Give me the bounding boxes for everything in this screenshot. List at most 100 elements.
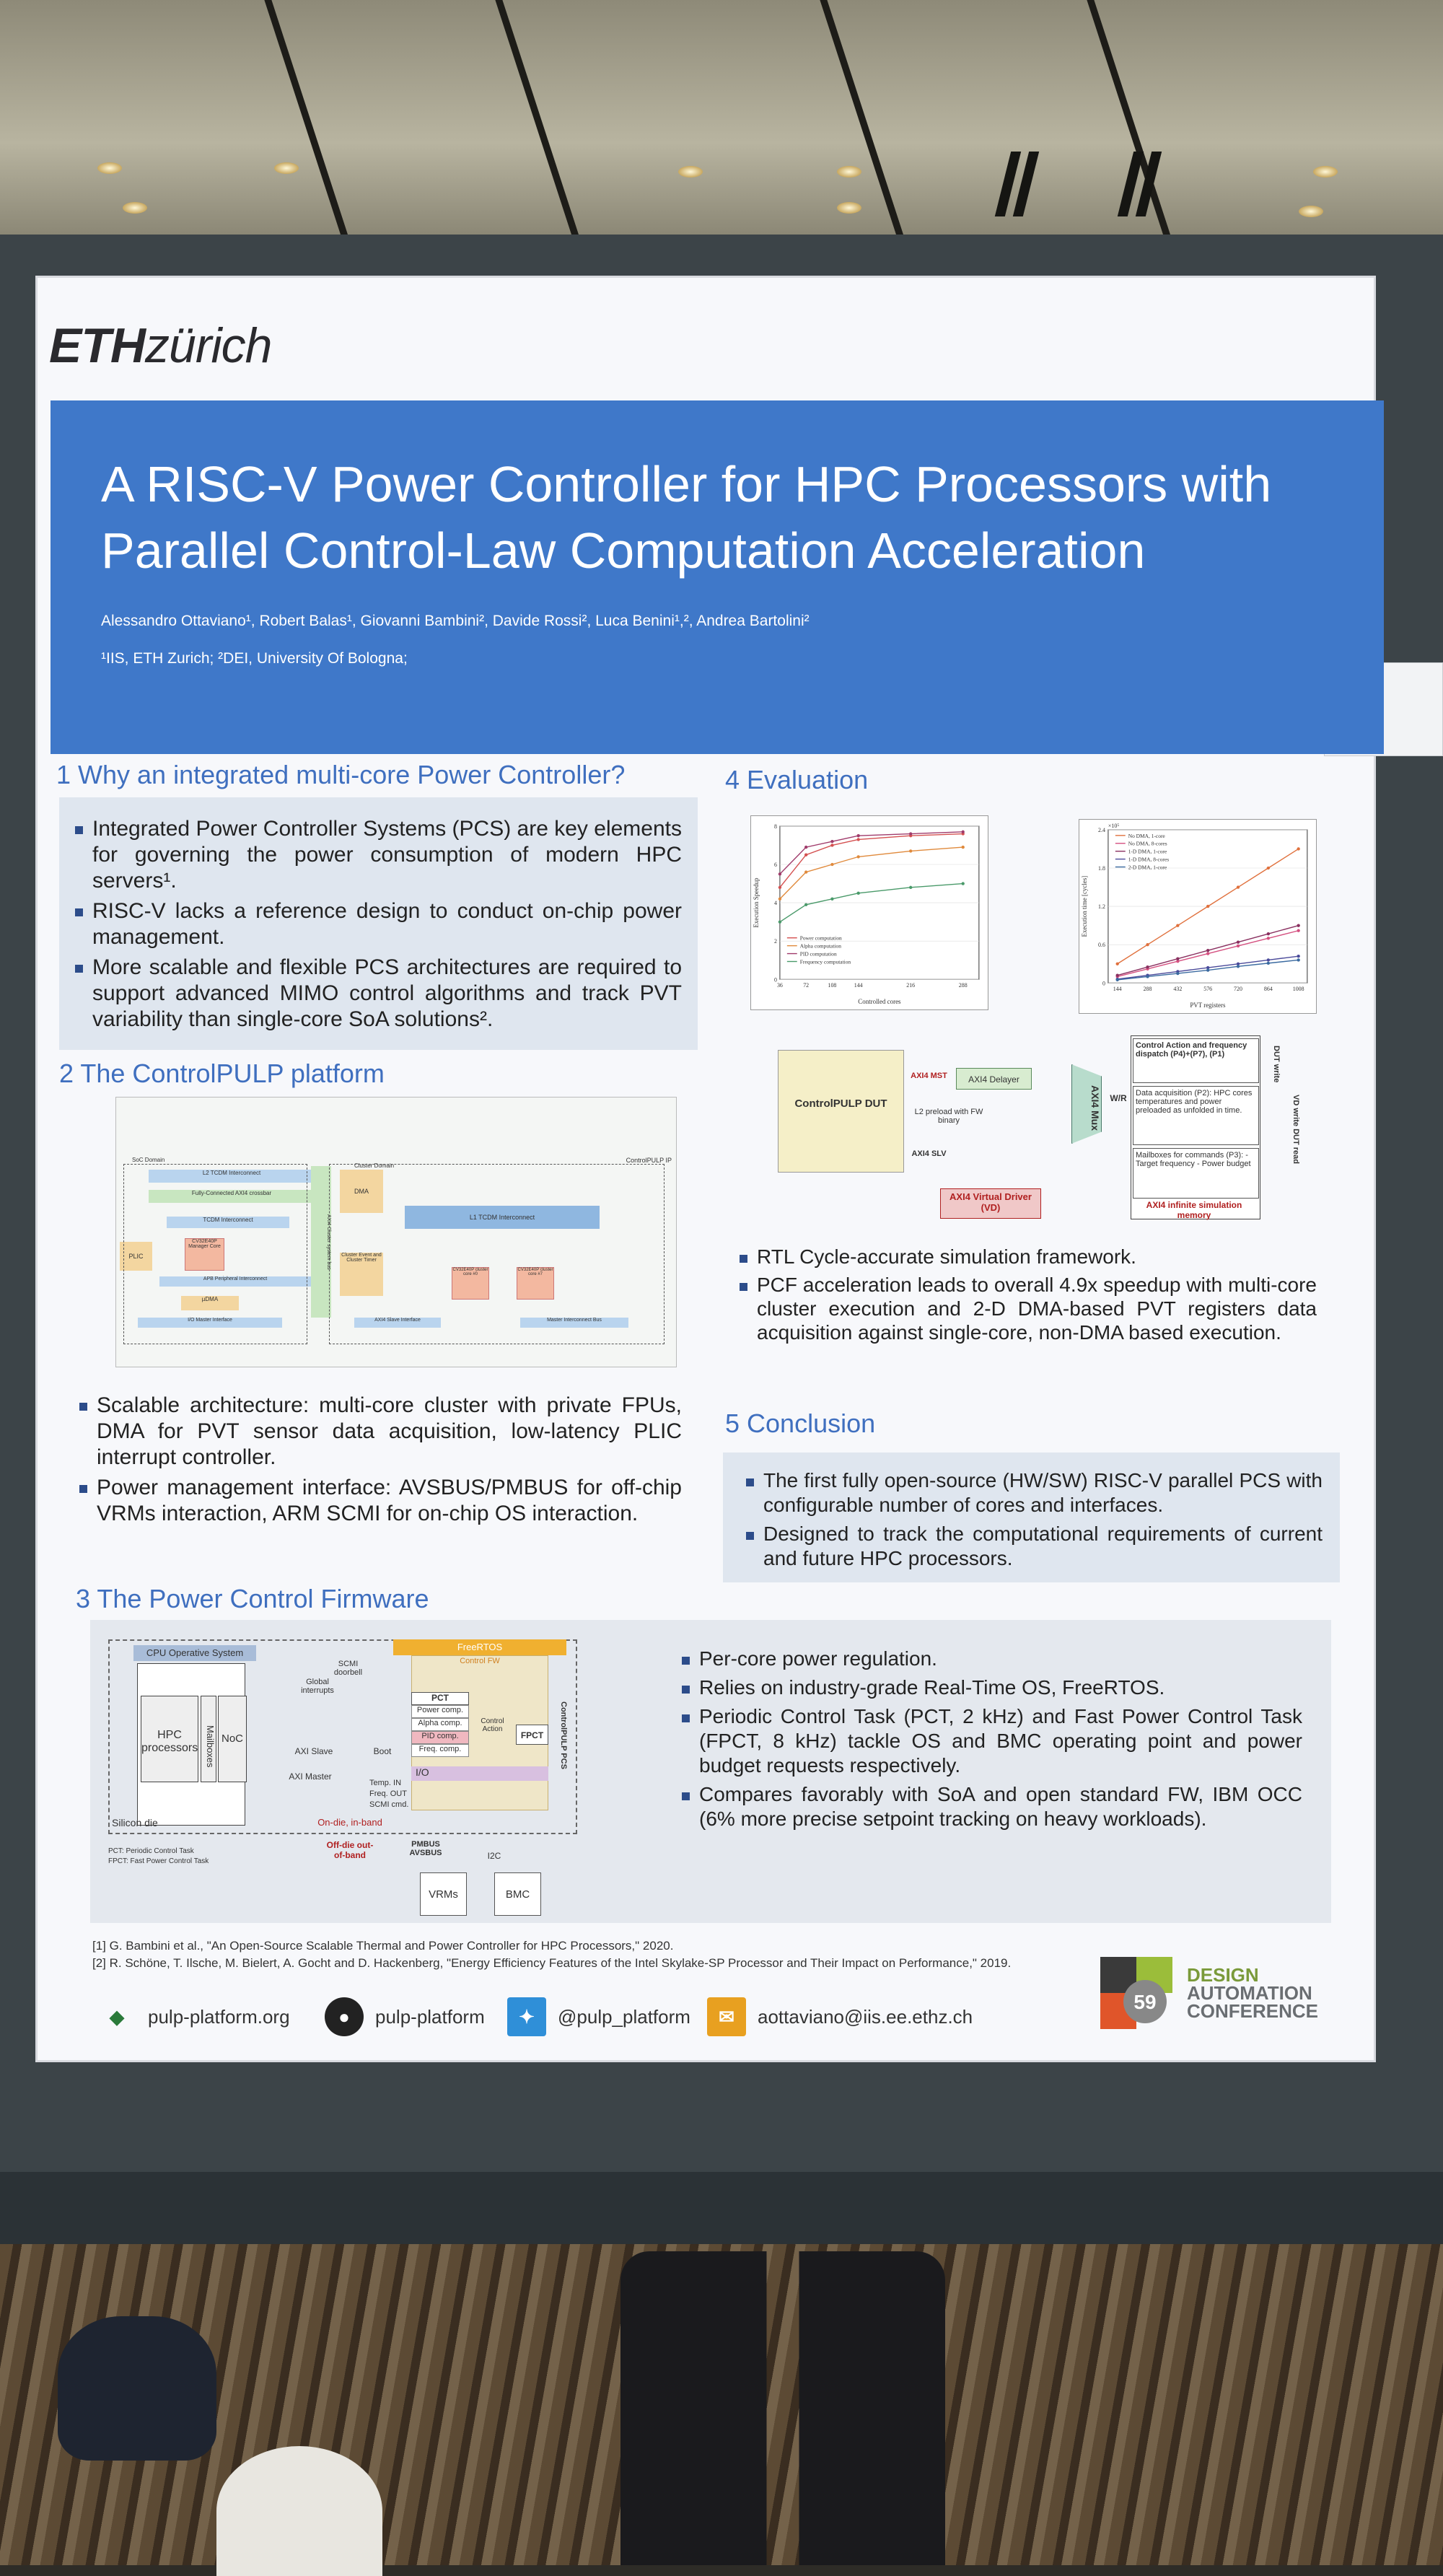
data-point [1115, 973, 1119, 977]
memory-title: AXI4 infinite simulation memory [1146, 1200, 1242, 1220]
arch-block: TCDM Interconnect [167, 1217, 289, 1228]
bullet-item: Scalable architecture: multi-core cluste… [79, 1393, 682, 1471]
x-tick-label: 36 [777, 982, 783, 989]
section-4-bullets: RTL Cycle-accurate simulation framework.… [740, 1245, 1317, 1349]
arch-block: PLIC [120, 1242, 152, 1271]
y-axis-label: Execution Speedup [753, 877, 760, 928]
data-point [778, 897, 782, 901]
off-die-label: Off-die out-of-band [326, 1840, 374, 1860]
memory-region-3: Mailboxes for commands (P3): - Target fr… [1133, 1148, 1259, 1199]
data-point [1266, 961, 1271, 965]
y-tick-label: 0.6 [1098, 942, 1105, 948]
bullet-item: RISC-V lacks a reference design to condu… [75, 898, 682, 950]
arch-block: Cluster Domain [354, 1162, 395, 1169]
soc-domain-outline [123, 1164, 307, 1344]
data-point [804, 853, 808, 857]
bullet-item: Per-core power regulation. [682, 1647, 1302, 1671]
noc: NoC [218, 1696, 247, 1782]
memory-region-1: Control Action and frequency dispatch (P… [1133, 1038, 1259, 1083]
data-point [830, 897, 834, 901]
arch-block: Master Interconnect Bus [520, 1318, 628, 1328]
pulp-logo-icon: ◆ [110, 2005, 124, 2028]
x-tick-label: 864 [1264, 986, 1273, 992]
dac-emblem-icon: 59 [1100, 1957, 1180, 2029]
data-point [1115, 978, 1119, 982]
y-tick-label: 2 [774, 938, 777, 945]
section-5-box: The first fully open-source (HW/SW) RISC… [723, 1453, 1340, 1582]
data-point [804, 870, 808, 874]
x-tick-label: 72 [803, 982, 809, 989]
i2c-label: I2C [487, 1851, 501, 1861]
poster-title: A RISC-V Power Controller for HPC Proces… [101, 456, 1272, 579]
data-point [1297, 929, 1300, 932]
data-point [778, 920, 782, 924]
data-point [856, 833, 860, 838]
data-point [804, 845, 808, 849]
y-tick-label: 8 [774, 823, 777, 830]
y-tick-label: 0 [774, 976, 777, 983]
x-tick-label: 216 [906, 982, 915, 989]
reference-1: [1] G. Bambini et al., "An Open-Source S… [92, 1939, 674, 1953]
data-point [1176, 971, 1180, 976]
data-point [1115, 962, 1119, 965]
controlpulp-pcs-label: ControlPULP PCS [559, 1701, 568, 1769]
data-point [1297, 954, 1300, 958]
legend-entry: 1-D DMA, 8-cores [1128, 857, 1169, 863]
data-point [909, 849, 913, 853]
bullet-item: Periodic Control Task (PCT, 2 kHz) and F… [682, 1704, 1302, 1778]
bullet-item: RTL Cycle-accurate simulation framework. [740, 1245, 1317, 1269]
data-point [909, 885, 913, 890]
io-signal: Freq. OUT [369, 1789, 407, 1798]
bullet-item: More scalable and flexible PCS architect… [75, 955, 682, 1033]
data-point [1206, 904, 1210, 908]
website-link[interactable]: ◆ pulp-platform.org [97, 1997, 290, 2036]
email-link[interactable]: ✉ aottaviano@iis.ee.ethz.ch [707, 1997, 973, 2036]
data-point [1176, 924, 1180, 927]
data-point [1146, 975, 1149, 978]
data-point [804, 903, 808, 906]
fpct-label: FPCT [516, 1725, 548, 1745]
twitter-link[interactable]: ✦ @pulp_platform [507, 1997, 690, 2036]
legend-entry: 2-D DMA, 1-core [1128, 864, 1167, 870]
legend-entry: No DMA, 8-cores [1128, 841, 1167, 847]
section-5-title: 5 Conclusion [725, 1409, 876, 1438]
section-3-title: 3 The Power Control Firmware [76, 1584, 429, 1613]
data-point [1236, 940, 1240, 944]
l2-preload-label: L2 preload with FW binary [914, 1108, 983, 1125]
bullet-item: Compares favorably with SoA and open sta… [682, 1782, 1302, 1831]
data-point [856, 838, 860, 841]
eth-zurich-logo: ETHzürich [49, 318, 272, 373]
bullet-item: The first fully open-source (HW/SW) RISC… [746, 1468, 1323, 1517]
data-point [1146, 965, 1149, 969]
paper-bag [216, 2446, 382, 2576]
io-signal: SCMI cmd. [369, 1800, 409, 1809]
data-point [1236, 962, 1240, 965]
github-link[interactable]: ● pulp-platform [325, 1997, 485, 2036]
axi-master-label: AXI Master [289, 1771, 332, 1782]
github-icon: ● [325, 1997, 364, 2036]
axi-slave-label: AXI Slave [294, 1746, 333, 1756]
arch-block: CV32E40P Manager Core [185, 1238, 224, 1271]
arch-block: AXI4 Cluster system bus [311, 1166, 331, 1318]
data-point [961, 882, 965, 885]
presenter-legs [620, 2251, 945, 2565]
pct-item: Power comp. [411, 1705, 469, 1718]
legend-entry: 1-D DMA, 1-core [1128, 849, 1167, 855]
data-point [1266, 937, 1271, 940]
arch-block: I/O Master Interface [138, 1318, 282, 1328]
data-point [961, 830, 965, 834]
y-tick-label: 6 [774, 862, 777, 868]
data-point [1206, 948, 1210, 952]
data-point [856, 855, 860, 859]
arch-block: DMA [340, 1170, 383, 1213]
x-tick-label: 288 [959, 982, 968, 989]
bullet-item: Designed to track the computational requ… [746, 1522, 1323, 1571]
visitor-shoe [58, 2316, 216, 2461]
section-4-title: 4 Evaluation [725, 765, 869, 794]
legend-pct: PCT: Periodic Control Task [108, 1847, 194, 1855]
mail-icon: ✉ [707, 1997, 746, 2036]
section-1-title: 1 Why an integrated multi-core Power Con… [56, 760, 626, 789]
axi-mst-label: AXI4 MST [911, 1072, 947, 1080]
y-tick-label: 1.2 [1098, 903, 1105, 910]
pct-item: PID comp. [411, 1731, 469, 1744]
